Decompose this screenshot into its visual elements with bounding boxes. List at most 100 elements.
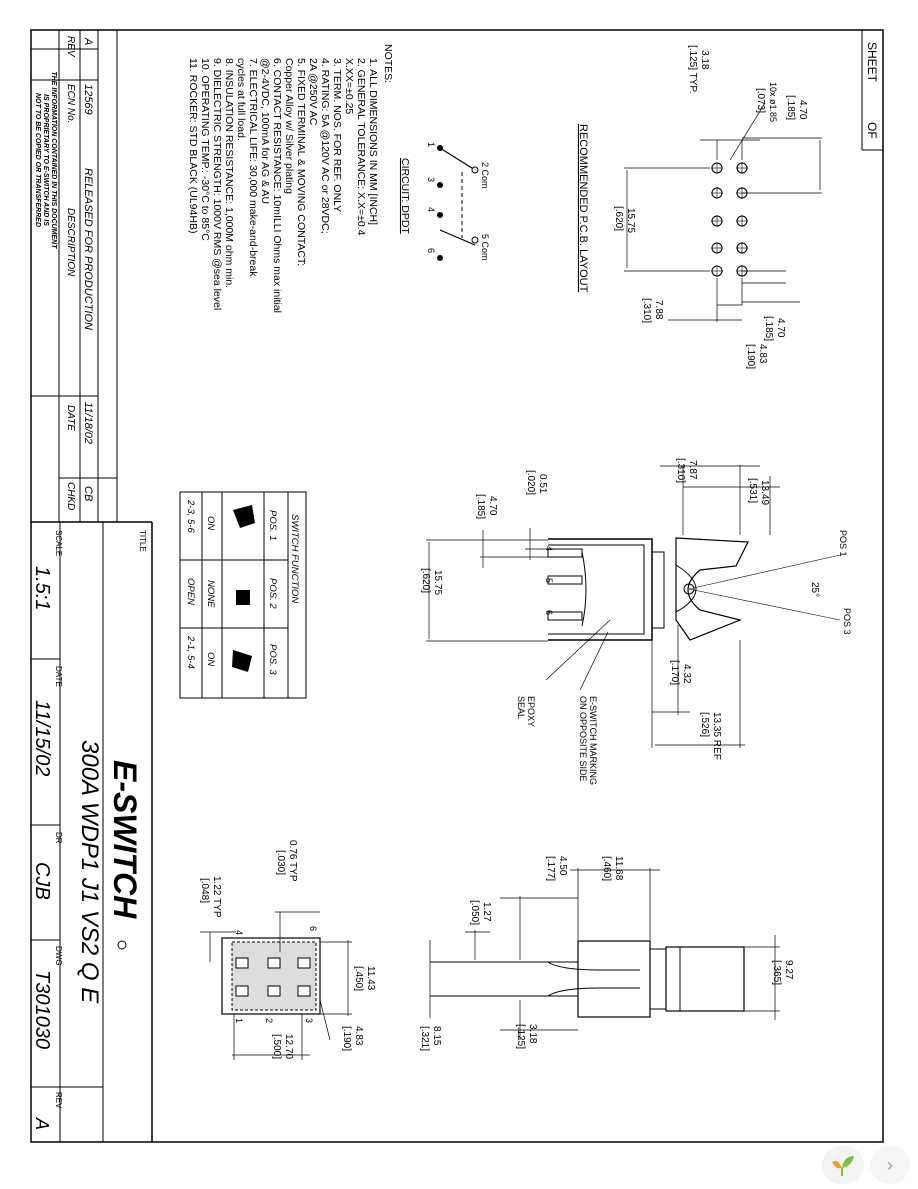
svg-text:10x ø1.85: 10x ø1.85 — [768, 82, 778, 122]
svg-text:0.76 TYP: 0.76 TYP — [287, 840, 298, 882]
com-a-label: 2 Com — [480, 162, 490, 189]
chkd-value: CB — [82, 486, 94, 501]
end-view: 11.68 [.460] 4.50 [.177] 1.27 [.050] 9.2… — [419, 856, 794, 1051]
scale-label: SCALE — [54, 530, 63, 556]
svg-text:3: 3 — [426, 177, 436, 182]
svg-text:2-3, 5-6: 2-3, 5-6 — [185, 499, 196, 533]
date-col-header: DATE — [65, 405, 76, 431]
circuit-diagram: CIRCUIT: DPDT 1 3 4 6 2 Com 5 Com — [399, 142, 490, 261]
proprietary-line-2: IS PROPRIETARY TO E-SWITCH AND IS — [42, 94, 49, 226]
svg-text:NONE: NONE — [205, 580, 216, 608]
svg-text:4.83: 4.83 — [353, 1026, 364, 1046]
dr-label: DR — [54, 832, 63, 844]
sheet-border — [30, 29, 884, 1143]
chkd-col-header: CHKD — [65, 482, 76, 510]
svg-text:ON OPPOSITE SIDE: ON OPPOSITE SIDE — [578, 696, 588, 782]
svg-text:4.32: 4.32 — [681, 664, 692, 684]
svg-text:ON: ON — [205, 516, 216, 530]
svg-text:[.048]: [.048] — [199, 878, 210, 903]
svg-text:E-SWITCH MARKING: E-SWITCH MARKING — [588, 696, 598, 785]
bottom-view: 0.76 TYP [.030] 1.22 TYP [.048] 11.43 [.… — [199, 840, 376, 1060]
scale-value: 1.5:1 — [31, 566, 53, 610]
e-switch-logo: E-SWITCH — [107, 760, 143, 919]
note-line: 5. FIXED TERMINAL & MOVING CONTACT: — [295, 58, 307, 266]
svg-text:9.27: 9.27 — [783, 960, 794, 980]
svg-text:POS. 2: POS. 2 — [267, 578, 278, 609]
svg-text:3.18: 3.18 — [699, 50, 710, 70]
note-line: 3. TERM. NOS. FOR REF. ONLY — [331, 58, 343, 212]
note-line: 2. GENERAL TOLERANCE: X.X=±0.4 — [355, 58, 367, 236]
svg-text:[.177]: [.177] — [545, 856, 556, 881]
svg-text:2-1, 5-4: 2-1, 5-4 — [185, 635, 196, 669]
date-value-large: 11/15/02 — [31, 700, 53, 776]
proprietary-line-3: NOT TO BE COPIED OR TRANSFERRED — [34, 93, 41, 227]
sheet-of-box: SHEET OF — [861, 30, 883, 151]
svg-text:11.43: 11.43 — [365, 966, 376, 991]
svg-text:13.49: 13.49 — [759, 480, 770, 505]
svg-text:[.185]: [.185] — [763, 316, 774, 341]
svg-text:[.450]: [.450] — [353, 966, 364, 991]
chevron-right-icon: › — [887, 1154, 893, 1175]
notes-section: NOTES: 1. ALL DIMENSIONS IN MM [INCH] 2.… — [187, 44, 394, 313]
svg-text:25°: 25° — [809, 582, 820, 597]
sheet-label: SHEET — [865, 42, 879, 83]
dr-value: CJB — [31, 862, 53, 900]
note-line: 6. CONTACT RESISTANCE: 10mILLI Ohms max … — [271, 58, 283, 313]
svg-text:[.020]: [.020] — [525, 470, 536, 495]
svg-text:[.310]: [.310] — [675, 458, 686, 483]
dwg-label: DWG — [54, 946, 63, 966]
svg-text:[.531]: [.531] — [747, 478, 758, 503]
econ-col-header: ECN No. — [65, 84, 76, 123]
svg-text:4.83: 4.83 — [757, 344, 768, 364]
note-line: 7. ELECTRICAL LIFE: 30,000 make-and-brea… — [247, 58, 259, 277]
svg-text:4: 4 — [544, 546, 554, 551]
svg-text:6: 6 — [426, 248, 436, 253]
svg-text:[.050]: [.050] — [469, 900, 480, 925]
sf-heading: SWITCH FUNCTION — [289, 514, 300, 603]
note-line: 2A @250V AC — [307, 58, 319, 126]
desc-value: RELEASED FOR PRODUCTION — [82, 168, 94, 330]
viewer-logo-button[interactable] — [822, 1146, 864, 1184]
circuit-heading: CIRCUIT: DPDT — [399, 158, 411, 234]
note-line: 9. DIELECTRIC STRENGTH: 1000V RMS @sea l… — [211, 58, 223, 310]
svg-text:4.70: 4.70 — [775, 318, 786, 338]
note-line: 4. RATING: 5A @120V AC or 28VDC; — [319, 58, 331, 234]
note-line: @2-4VDC, 100mA for AG & AU — [259, 58, 271, 204]
svg-text:1.27: 1.27 — [481, 902, 492, 922]
svg-text:[.030]: [.030] — [275, 850, 286, 875]
svg-text:11.68: 11.68 — [613, 856, 624, 881]
svg-text:[.125]: [.125] — [515, 1024, 526, 1049]
next-page-button[interactable]: › — [870, 1146, 910, 1184]
svg-text:1: 1 — [234, 1018, 244, 1023]
svg-text:[.321]: [.321] — [419, 1026, 430, 1051]
revision-table: REV ECN No. DESCRIPTION DATE CHKD A 1256… — [31, 30, 118, 523]
svg-text:2: 2 — [264, 1018, 274, 1023]
rev-label: REV — [54, 1092, 63, 1109]
note-line: cycles at full load. — [235, 58, 247, 141]
pcb-holes — [711, 162, 748, 277]
svg-text:[.310]: [.310] — [641, 298, 652, 323]
registered-icon — [117, 940, 127, 950]
title-label: TITLE — [138, 530, 147, 552]
rev-col-header: REV — [65, 36, 76, 58]
svg-text:7.87: 7.87 — [687, 460, 698, 480]
svg-text:4: 4 — [426, 207, 436, 212]
svg-text:3.18: 3.18 — [527, 1024, 538, 1044]
notes-heading: NOTES: — [382, 44, 394, 83]
svg-text:4.70: 4.70 — [487, 496, 498, 516]
svg-text:EPOXY: EPOXY — [526, 696, 536, 727]
svg-text:ON: ON — [205, 652, 216, 666]
svg-text:[.526]: [.526] — [699, 712, 710, 737]
note-line: X.XX=±0.25 — [343, 58, 355, 114]
dwg-value: T301030 — [31, 970, 53, 1049]
svg-text:SEAL: SEAL — [516, 696, 526, 719]
note-line: 11. ROCKER: STD BLACK (UL94HB) — [187, 58, 199, 233]
svg-text:4: 4 — [234, 930, 244, 935]
svg-text:[.190]: [.190] — [745, 344, 756, 369]
note-line: Copper Alloy w/ Silver plating — [283, 58, 295, 194]
desc-col-header: DESCRIPTION — [65, 208, 76, 277]
note-line: 1. ALL DIMENSIONS IN MM [INCH] — [367, 58, 379, 225]
svg-text:[.170]: [.170] — [669, 660, 680, 685]
svg-text:[.500]: [.500] — [271, 1034, 282, 1059]
svg-text:[.620]: [.620] — [420, 568, 431, 593]
